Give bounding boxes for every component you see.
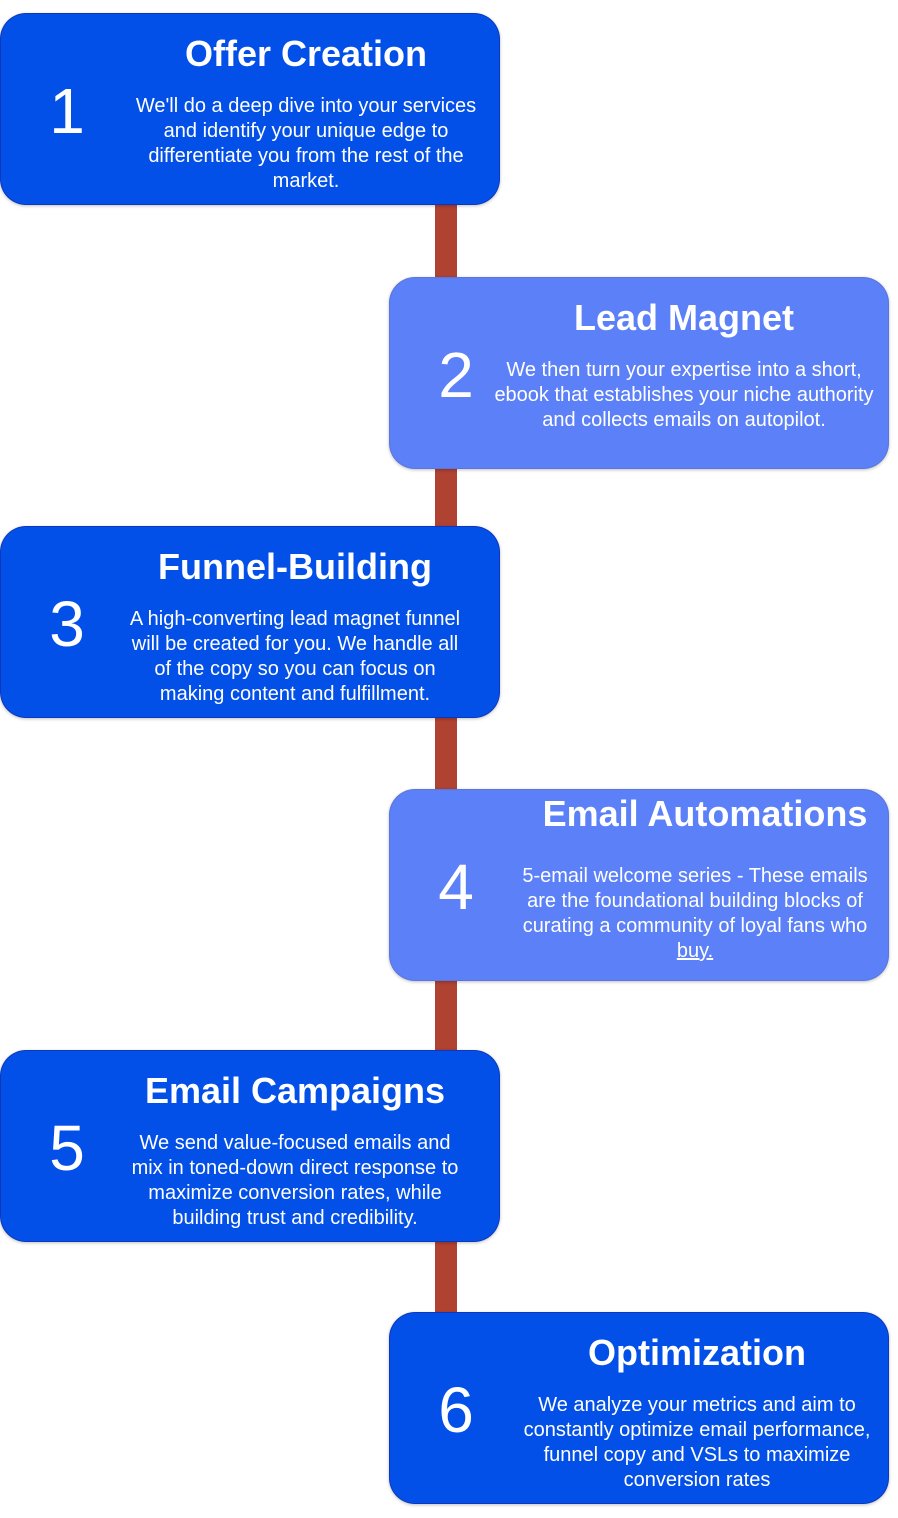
step-description: 5-email welcome series - These emails ar… — [522, 865, 868, 962]
step-number: 6 — [438, 1374, 474, 1446]
step-number: 1 — [49, 75, 85, 147]
step-title: Offer Creation — [184, 33, 428, 74]
step-6-optimization: 6 Optimization We analyze your metrics a… — [389, 1312, 889, 1504]
step-2-lead-magnet: 2 Lead Magnet We then turn your expertis… — [389, 277, 889, 469]
step-title: Email Automations — [542, 793, 868, 834]
step-4-email-automations: 4 Email Automations 5-email welcome seri… — [389, 789, 889, 981]
step-3-funnel-building: 3 Funnel-Building A high-converting lead… — [0, 526, 500, 718]
step-title: Optimization — [588, 1332, 806, 1373]
step-5-email-campaigns: 5 Email Campaigns We send value-focused … — [0, 1050, 500, 1242]
step-description: We then turn your expertise into a short… — [494, 359, 874, 431]
buy-link[interactable]: buy. — [676, 940, 714, 962]
step-number: 3 — [49, 588, 85, 660]
connector-line — [435, 200, 457, 1320]
step-title: Lead Magnet — [573, 297, 795, 338]
step-description: We send value-focused emails and mix in … — [131, 1132, 459, 1229]
step-description: A high-converting lead magnet funnel wil… — [129, 608, 461, 705]
step-description: We'll do a deep dive into your services … — [135, 95, 477, 192]
step-description: We analyze your metrics and aim to const… — [523, 1394, 871, 1491]
step-1-offer-creation: 1 Offer Creation We'll do a deep dive in… — [0, 13, 500, 205]
step-number: 2 — [438, 339, 474, 411]
step-number: 4 — [438, 851, 474, 923]
step-title: Funnel-Building — [158, 546, 432, 587]
step-number: 5 — [49, 1112, 85, 1184]
step-title: Email Campaigns — [144, 1070, 446, 1111]
